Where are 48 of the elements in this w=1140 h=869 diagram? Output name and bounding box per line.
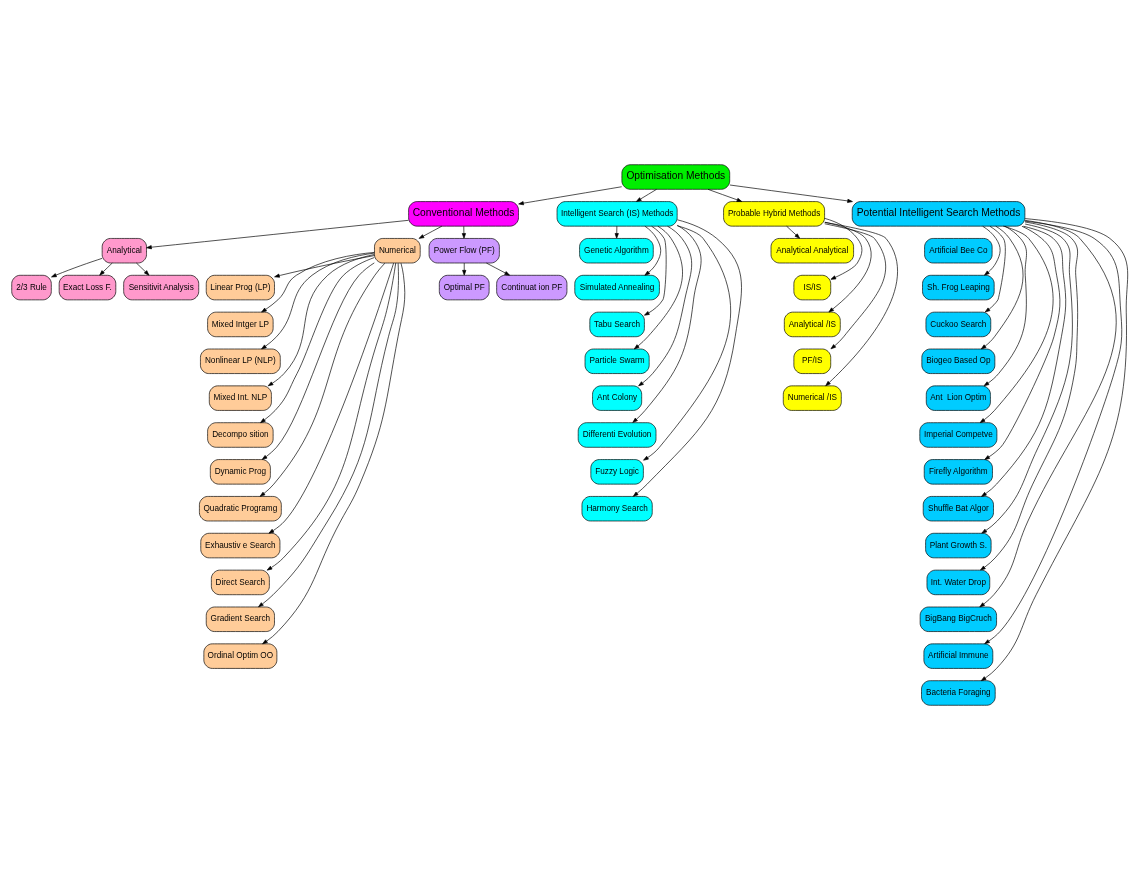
arrow <box>786 225 800 239</box>
arrow <box>633 218 742 497</box>
arrow <box>262 262 406 644</box>
arrow <box>979 225 1054 423</box>
arrow <box>980 225 1024 349</box>
arrow <box>260 256 375 423</box>
arrow <box>633 225 683 349</box>
arrow <box>707 188 743 202</box>
arrow <box>418 225 443 239</box>
arrow <box>984 225 1006 312</box>
arrow <box>979 219 1117 607</box>
arrow <box>51 257 103 277</box>
arrow <box>136 262 150 275</box>
arrow <box>984 225 1061 460</box>
arrow <box>644 225 667 316</box>
arrow <box>824 217 863 280</box>
arrow <box>259 262 386 497</box>
arrow <box>643 224 731 461</box>
arrow <box>824 222 886 349</box>
node-box: Optimisation Methods <box>621 163 731 190</box>
arrow <box>267 253 375 386</box>
arrow <box>729 184 853 203</box>
node-box: Potential Intelligent Search Methods <box>851 200 1026 226</box>
arrow <box>981 223 1073 533</box>
arrow <box>266 262 397 570</box>
arrow <box>261 262 375 460</box>
node-box: Conventional Methods <box>408 200 519 226</box>
arrow <box>261 252 375 349</box>
arrow <box>638 225 692 386</box>
arrow <box>518 185 623 205</box>
arrow <box>614 225 619 239</box>
arrow <box>983 225 1027 386</box>
arrow <box>981 225 1067 497</box>
arrow <box>632 224 702 423</box>
arrow <box>636 188 657 202</box>
arrow <box>99 262 113 275</box>
arrow <box>274 254 375 278</box>
arrow <box>461 225 466 239</box>
arrow <box>824 221 898 386</box>
arrow <box>980 221 1078 570</box>
arrow <box>486 262 510 276</box>
arrow <box>258 262 399 607</box>
arrow <box>644 225 662 276</box>
arrow <box>982 225 1001 275</box>
arrow <box>146 219 409 249</box>
arrow <box>268 262 394 534</box>
arrow <box>261 251 375 312</box>
arrow <box>462 262 467 275</box>
